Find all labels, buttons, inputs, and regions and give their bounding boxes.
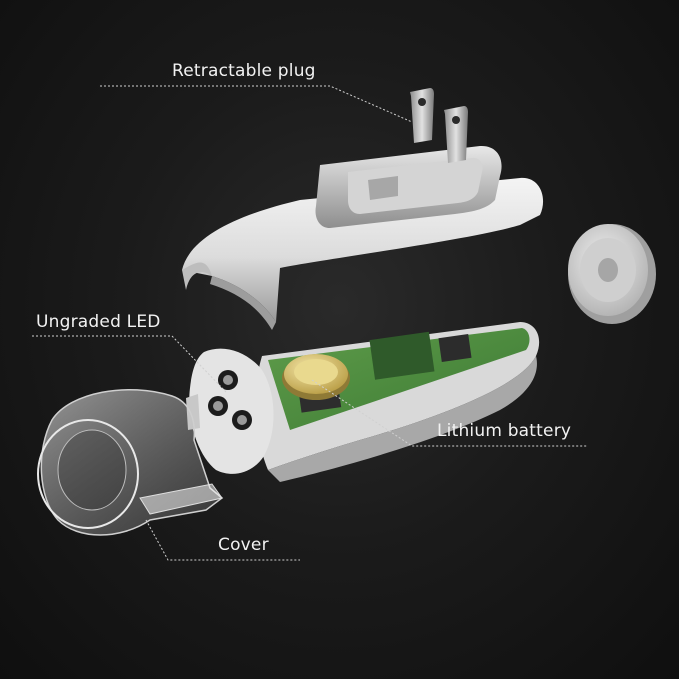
label-retractable-plug: Retractable plug bbox=[172, 61, 316, 81]
label-lithium-battery: Lithium battery bbox=[437, 421, 572, 441]
lithium-battery-coin bbox=[282, 354, 350, 400]
led-end-plate bbox=[186, 348, 274, 474]
leader-line-plug bbox=[100, 85, 413, 123]
leader-lines bbox=[32, 85, 588, 561]
end-cap bbox=[568, 224, 656, 324]
label-ungraded-led: Ungraded LED bbox=[36, 312, 161, 332]
top-shell bbox=[182, 145, 544, 330]
bottom-shell-with-pcb bbox=[255, 322, 540, 482]
clear-cover bbox=[37, 389, 224, 536]
leader-line-cover bbox=[145, 519, 300, 561]
leader-line-battery bbox=[311, 379, 588, 447]
label-cover: Cover bbox=[218, 535, 269, 555]
leader-line-led bbox=[32, 335, 227, 393]
plug-prongs bbox=[410, 88, 468, 163]
